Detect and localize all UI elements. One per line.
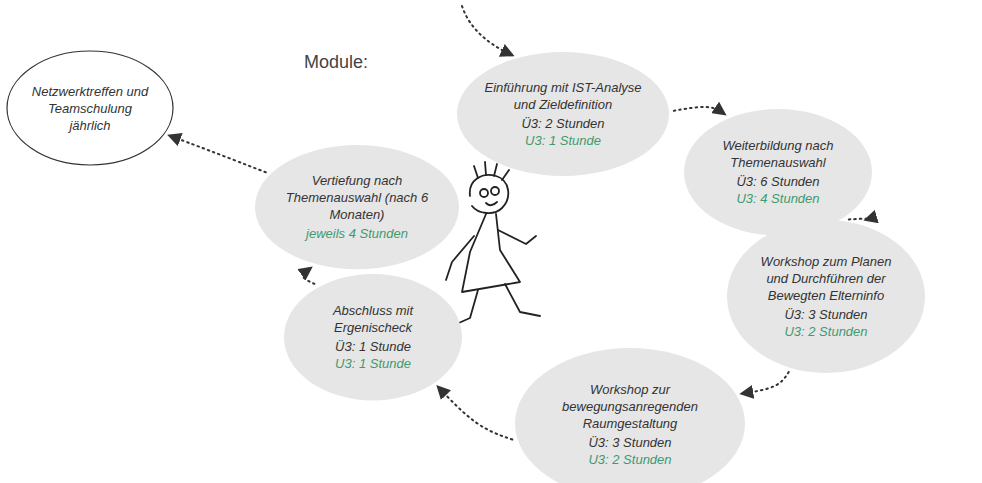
module-title: Workshop zur bewegungsanregenden Raumges… [544, 380, 716, 431]
ellipse-shape [7, 51, 173, 165]
dotted-arrow [438, 387, 512, 439]
module-ellipse: Weiterbildung nach ThemenauswahlÜ3: 6 St… [683, 108, 873, 237]
node-text-block: Workshop zur bewegungsanregenden Raumges… [544, 380, 716, 467]
ellipse-outline [456, 51, 670, 177]
dotted-arrow [742, 372, 789, 394]
node-text-block: Workshop zum Planen und Durchführen der … [752, 252, 900, 339]
module-title: Einführung mit IST-Analyse und Zieldefin… [484, 79, 642, 113]
running-child-figure [446, 162, 540, 326]
module-ellipse: Vertiefung nach Themenauswahl (nach 6 Mo… [254, 144, 460, 270]
node-text-block: Weiterbildung nach ThemenauswahlÜ3: 6 St… [708, 137, 849, 207]
ellipse-shape [284, 274, 462, 400]
duration-text: U3: 2 Stunden [784, 322, 867, 339]
node-text-block: Einführung mit IST-Analyse und Zieldefin… [484, 79, 642, 149]
module-ellipse: Workshop zur bewegungsanregenden Raumges… [514, 347, 746, 483]
module-title: Netzwerktreffen und Teamschulung jährlic… [28, 83, 152, 134]
module-ellipse: Workshop zum Planen und Durchführen der … [726, 219, 926, 374]
module-ellipse: Netzwerktreffen und Teamschulung jährlic… [6, 50, 174, 166]
module-ellipse: Abschluss mit ErgenischeckÜ3: 1 StundeU3… [283, 273, 463, 401]
module-title: Abschluss mit Ergenischeck [307, 302, 440, 336]
ellipse-outline [683, 108, 873, 237]
entry-arrow [462, 6, 512, 55]
ellipse-shape [684, 109, 872, 236]
duration-text: U3: 4 Stunden [736, 190, 819, 207]
duration-text: Ü3: 3 Stunden [784, 305, 867, 322]
dotted-arrow [303, 268, 314, 284]
duration-text: Ü3: 1 Stunde [335, 338, 411, 355]
module-title: Weiterbildung nach Themenauswahl [708, 137, 849, 171]
ellipse-shape [255, 145, 459, 269]
module-title: Workshop zum Planen und Durchführen der … [752, 252, 900, 303]
ellipse-shape [457, 52, 669, 176]
duration-text: Ü3: 6 Stunden [736, 173, 819, 190]
module-title: Vertiefung nach Themenauswahl (nach 6 Mo… [281, 172, 433, 223]
dotted-arrow [674, 107, 724, 114]
duration-text: Ü3: 2 Stunden [521, 115, 604, 132]
node-text-block: Abschluss mit ErgenischeckÜ3: 1 StundeU3… [307, 302, 440, 372]
duration-text: Ü3: 3 Stunden [588, 433, 671, 450]
duration-text: U3: 2 Stunden [588, 450, 671, 467]
ellipse-outline [283, 273, 463, 401]
ellipse-shape [515, 348, 745, 483]
ellipse-shape [727, 220, 925, 373]
node-text-block: Netzwerktreffen und Teamschulung jährlic… [28, 83, 152, 134]
section-label: Module: [304, 52, 368, 73]
duration-text: jeweils 4 Stunden [306, 225, 408, 242]
duration-text: U3: 1 Stunde [335, 355, 411, 372]
duration-text: U3: 1 Stunde [525, 132, 601, 149]
dotted-arrow [170, 136, 266, 173]
dotted-arrow [849, 219, 868, 220]
module-ellipse: Einführung mit IST-Analyse und Zieldefin… [456, 51, 670, 177]
node-text-block: Vertiefung nach Themenauswahl (nach 6 Mo… [281, 172, 433, 242]
